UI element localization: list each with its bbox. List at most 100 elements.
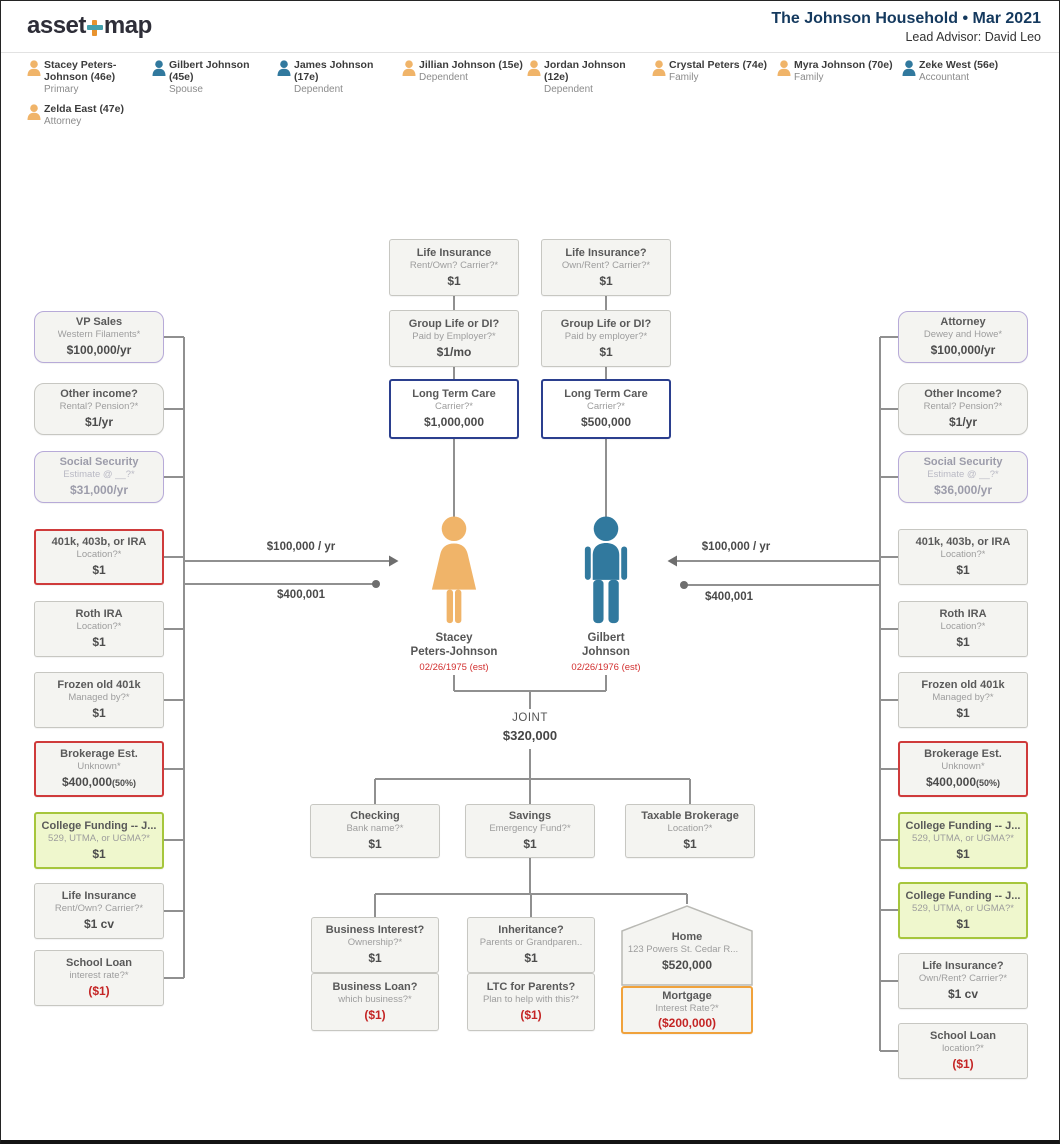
node-college-funding-left[interactable]: College Funding -- J... 529, UTMA, or UG… (34, 812, 164, 869)
node-subtitle: 529, UTMA, or UGMA?* (912, 832, 1014, 844)
node-value: $400,000(50%) (61, 775, 137, 790)
person-bust-icon (27, 103, 44, 127)
node-title: Roth IRA (75, 608, 123, 621)
member-name: Jordan Johnson (12e) (544, 59, 626, 84)
node-taxable-brokerage[interactable]: Taxable Brokerage Location?* $1 (625, 804, 755, 858)
node-subtitle: Dewey and Howe* (923, 329, 1003, 341)
node-frozen-401k-right[interactable]: Frozen old 401k Managed by?* $1 (898, 672, 1028, 728)
node-title: 401k, 403b, or IRA (915, 536, 1011, 549)
member-jordan[interactable]: Jordan Johnson (12e)Dependent (527, 59, 652, 95)
node-subtitle: Location?* (667, 823, 713, 835)
node-value: $1 (956, 916, 970, 931)
node-attorney-income[interactable]: Attorney Dewey and Howe* $100,000/yr (898, 311, 1028, 363)
node-value: $1 (956, 846, 970, 861)
joint-node[interactable]: JOINT $320,000 (470, 712, 590, 743)
gilbert-label: Gilbert Johnson 02/26/1976 (est) (541, 631, 671, 673)
node-subtitle: Interest Rate?* (655, 1003, 719, 1014)
node-subtitle: Ownership?* (347, 937, 403, 949)
node-savings[interactable]: Savings Emergency Fund?* $1 (465, 804, 595, 858)
logo-text-map: map (103, 12, 152, 39)
node-social-security-right[interactable]: Social Security Estimate @ __?* $36,000/… (898, 451, 1028, 503)
node-other-income-right[interactable]: Other Income? Rental? Pension?* $1/yr (898, 383, 1028, 435)
node-college-funding-right-1[interactable]: College Funding -- J... 529, UTMA, or UG… (898, 812, 1028, 869)
member-gilbert[interactable]: Gilbert Johnson (45e)Spouse (152, 59, 277, 95)
node-life-insurance-gilbert[interactable]: Life Insurance? Own/Rent? Carrier?* $1 (541, 239, 671, 296)
node-401k-left[interactable]: 401k, 403b, or IRA Location?* $1 (34, 529, 164, 585)
plus-icon (86, 19, 103, 36)
node-long-term-care-gilbert[interactable]: Long Term Care Carrier?* $500,000 (541, 379, 671, 439)
node-group-life-stacey[interactable]: Group Life or DI? Paid by Employer?* $1/… (389, 310, 519, 367)
node-title: Attorney (940, 316, 986, 329)
node-group-life-gilbert[interactable]: Group Life or DI? Paid by employer?* $1 (541, 310, 671, 367)
member-name: Stacey Peters-Johnson (46e) (44, 59, 117, 84)
node-mortgage[interactable]: Mortgage Interest Rate?* ($200,000) (621, 986, 753, 1034)
house-shape-icon (621, 905, 753, 986)
member-role: Attorney (44, 116, 82, 128)
node-life-insurance-left[interactable]: Life Insurance Rent/Own? Carrier?* $1 cv (34, 883, 164, 939)
node-brokerage-left[interactable]: Brokerage Est. Unknown* $400,000(50%) (34, 741, 164, 797)
member-zelda[interactable]: Zelda East (47e)Attorney (27, 103, 152, 127)
node-inheritance[interactable]: Inheritance? Parents or Grandparen.. $1 (467, 917, 595, 973)
member-stacey[interactable]: Stacey Peters-Johnson (46e)Primary (27, 59, 152, 95)
node-title: Other Income? (924, 388, 1002, 401)
node-school-loan-left[interactable]: School Loan interest rate?* ($1) (34, 950, 164, 1006)
person-bust-icon (27, 59, 44, 95)
person-last-name: Johnson (582, 646, 630, 659)
member-jillian[interactable]: Jillian Johnson (15e)Dependent (402, 59, 527, 95)
node-home[interactable]: Home 123 Powers St. Cedar R... $520,000 (621, 904, 753, 986)
node-subtitle: Emergency Fund?* (489, 823, 571, 835)
gilbert-figure[interactable] (573, 515, 639, 632)
member-crystal[interactable]: Crystal Peters (74e)Family (652, 59, 777, 95)
node-brokerage-right[interactable]: Brokerage Est. Unknown* $400,000(50%) (898, 741, 1028, 797)
node-title: Long Term Care (564, 388, 648, 401)
node-roth-ira-right[interactable]: Roth IRA Location?* $1 (898, 601, 1028, 657)
node-401k-right[interactable]: 401k, 403b, or IRA Location?* $1 (898, 529, 1028, 585)
transfer-dot-left (372, 580, 380, 588)
member-role: Accountant (919, 72, 970, 84)
node-subtitle: Carrier?* (434, 401, 473, 413)
member-role: Dependent (294, 84, 343, 96)
node-checking[interactable]: Checking Bank name?* $1 (310, 804, 440, 858)
node-life-insurance-right[interactable]: Life Insurance? Own/Rent? Carrier?* $1 c… (898, 953, 1028, 1009)
node-other-income-left[interactable]: Other income? Rental? Pension?* $1/yr (34, 383, 164, 435)
node-vp-sales[interactable]: VP Sales Western Filaments* $100,000/yr (34, 311, 164, 363)
person-dob: 02/26/1976 (est) (571, 661, 641, 673)
node-social-security-left[interactable]: Social Security Estimate @ __?* $31,000/… (34, 451, 164, 503)
node-value: $1 (956, 706, 970, 721)
stacey-figure[interactable] (421, 515, 487, 632)
stacey-income-label: $100,000 / yr (266, 541, 336, 553)
member-role: Spouse (169, 84, 203, 96)
node-title: Checking (350, 810, 400, 823)
node-subtitle: Managed by?* (68, 692, 130, 704)
person-dob: 02/26/1975 (est) (419, 661, 489, 673)
node-business-interest[interactable]: Business Interest? Ownership?* $1 (311, 917, 439, 973)
stacey-label: Stacey Peters-Johnson 02/26/1975 (est) (389, 631, 519, 673)
node-ltc-for-parents[interactable]: LTC for Parents? Plan to help with this?… (467, 973, 595, 1031)
member-name: Jillian Johnson (15e) (419, 59, 523, 71)
node-long-term-care-stacey[interactable]: Long Term Care Carrier?* $1,000,000 (389, 379, 519, 439)
member-role: Family (794, 72, 824, 84)
node-life-insurance-stacey[interactable]: Life Insurance Rent/Own? Carrier?* $1 (389, 239, 519, 296)
node-value: $1 (683, 837, 697, 852)
member-name: Myra Johnson (70e) (794, 59, 893, 71)
member-name: Crystal Peters (74e) (669, 59, 768, 71)
node-subtitle: Estimate @ __?* (927, 469, 999, 481)
node-value: ($200,000) (657, 1015, 717, 1030)
member-james[interactable]: James Johnson (17e)Dependent (277, 59, 402, 95)
node-college-funding-right-2[interactable]: College Funding -- J... 529, UTMA, or UG… (898, 882, 1028, 939)
node-subtitle: Rental? Pension?* (59, 401, 139, 413)
node-title: College Funding -- J... (905, 889, 1021, 902)
node-title: Business Loan? (332, 981, 418, 994)
node-subtitle: Parents or Grandparen.. (479, 937, 583, 949)
node-frozen-401k-left[interactable]: Frozen old 401k Managed by?* $1 (34, 672, 164, 728)
node-title: Taxable Brokerage (641, 810, 739, 823)
node-subtitle: 529, UTMA, or UGMA?* (912, 902, 1014, 914)
node-business-loan[interactable]: Business Loan? which business?* ($1) (311, 973, 439, 1031)
member-myra[interactable]: Myra Johnson (70e)Family (777, 59, 902, 95)
node-school-loan-right[interactable]: School Loan location?* ($1) (898, 1023, 1028, 1079)
member-zeke[interactable]: Zeke West (56e)Accountant (902, 59, 1027, 95)
person-bust-icon (152, 59, 169, 95)
node-roth-ira-left[interactable]: Roth IRA Location?* $1 (34, 601, 164, 657)
female-icon (431, 516, 477, 624)
